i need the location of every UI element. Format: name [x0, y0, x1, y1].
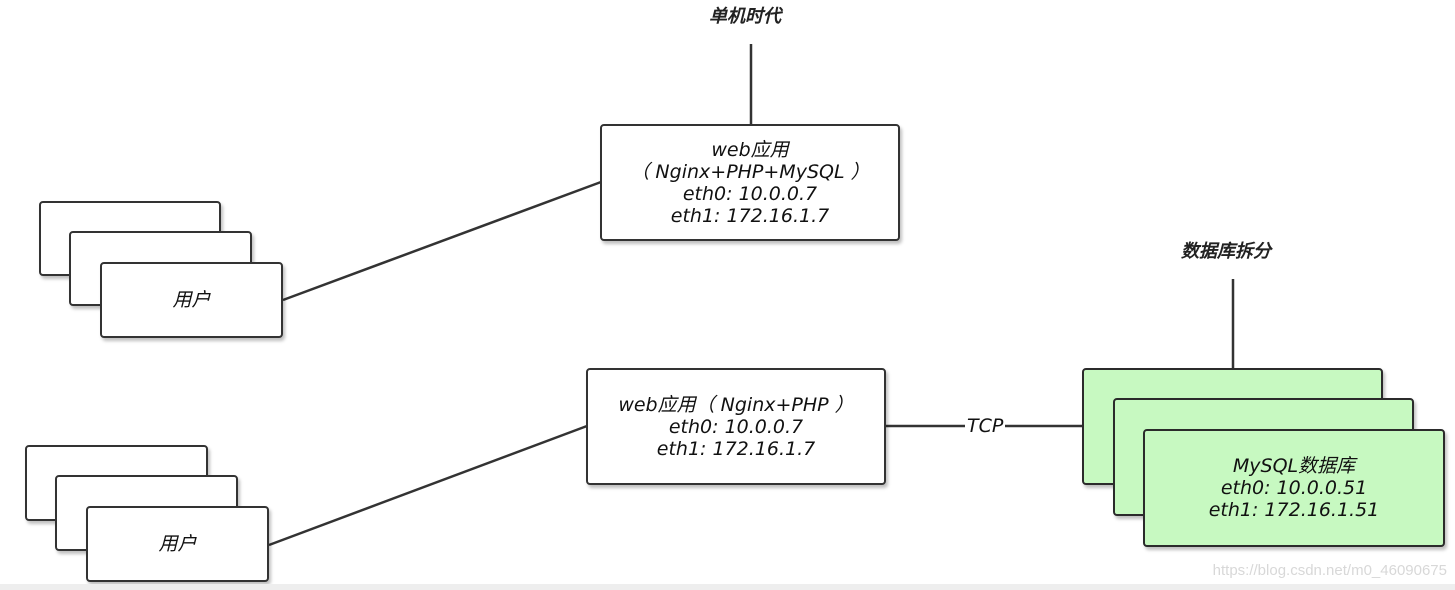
db-split-caption: 数据库拆分 [1181, 241, 1271, 262]
web-app-title: web应用（ Nginx+PHP ） [618, 393, 854, 416]
web-app-node-split: web应用（ Nginx+PHP ） eth0: 10.0.0.7 eth1: … [586, 368, 886, 485]
web-app-title: web应用 [711, 138, 789, 161]
top-user-to-web-connector [282, 180, 602, 302]
mysql-node: MySQL数据库 eth0: 10.0.0.51 eth1: 172.16.1.… [1143, 429, 1445, 547]
user-card-front: 用户 [86, 506, 269, 582]
user-label: 用户 [172, 289, 211, 311]
bottom-bar [0, 584, 1455, 590]
web-app-eth0: eth0: 10.0.0.7 [682, 182, 818, 205]
bottom-user-to-web-connector [268, 424, 588, 547]
web-app-node-single: web应用 （ Nginx+PHP+MySQL ） eth0: 10.0.0.7… [600, 124, 900, 241]
user-label: 用户 [158, 533, 197, 555]
mysql-title: MySQL数据库 [1232, 455, 1356, 477]
web-app-stack: （ Nginx+PHP+MySQL ） [630, 160, 870, 183]
web-app-eth0: eth0: 10.0.0.7 [668, 415, 804, 438]
web-app-eth1: eth1: 172.16.1.7 [656, 437, 816, 460]
mysql-eth1: eth1: 172.16.1.51 [1208, 499, 1380, 521]
user-card-front: 用户 [100, 262, 283, 338]
single-machine-caption: 单机时代 [709, 6, 781, 27]
web-app-eth1: eth1: 172.16.1.7 [670, 204, 830, 227]
watermark: https://blog.csdn.net/m0_46090675 [1212, 562, 1447, 579]
tcp-label: TCP [965, 415, 1006, 437]
mysql-eth0: eth0: 10.0.0.51 [1220, 477, 1368, 499]
